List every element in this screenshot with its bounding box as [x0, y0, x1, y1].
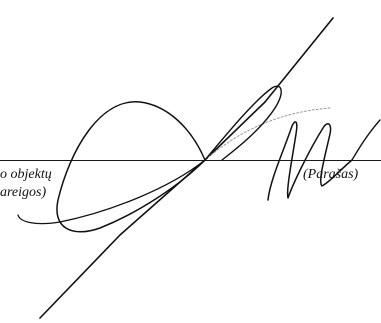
signature-line [0, 160, 381, 161]
signature-caption: (Parašas) [303, 167, 359, 182]
left-caption-line-2: areigos) [0, 185, 47, 200]
left-caption-line-1: o objektų [0, 167, 52, 182]
